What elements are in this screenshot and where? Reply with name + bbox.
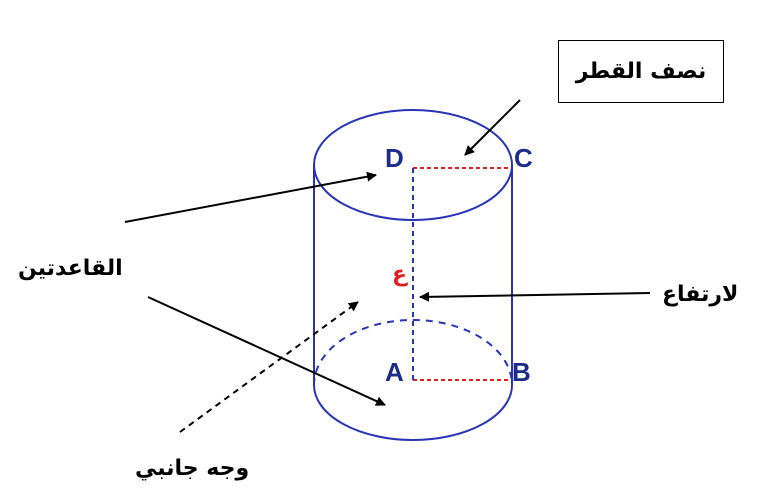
bases-bottom-arrow [147, 296, 386, 406]
point-label-d: D [385, 143, 404, 173]
height-label: لارتفاع [662, 282, 739, 307]
bases-label: القاعدتين [18, 256, 123, 281]
point-label-a: A [385, 357, 404, 387]
bottom-base-front-arc [313, 384, 513, 441]
radius-label-box: نصف القطر [558, 40, 724, 103]
cylinder-shape [313, 109, 513, 441]
height-arrow [419, 291, 651, 302]
height-symbol: ع [392, 262, 408, 287]
radius-label: نصف القطر [575, 59, 707, 84]
radius-arrow [464, 99, 521, 156]
point-label-b: B [512, 357, 531, 387]
lateral-face-arrow [179, 301, 359, 433]
point-label-c: C [514, 143, 533, 173]
top-base-ellipse [313, 109, 513, 221]
lateral-face-label: وجه جانبي [135, 456, 250, 481]
bases-top-arrow [124, 171, 377, 223]
radius-lines [413, 167, 510, 381]
bottom-base-back-arc [313, 319, 513, 386]
pointer-arrows [124, 99, 651, 433]
